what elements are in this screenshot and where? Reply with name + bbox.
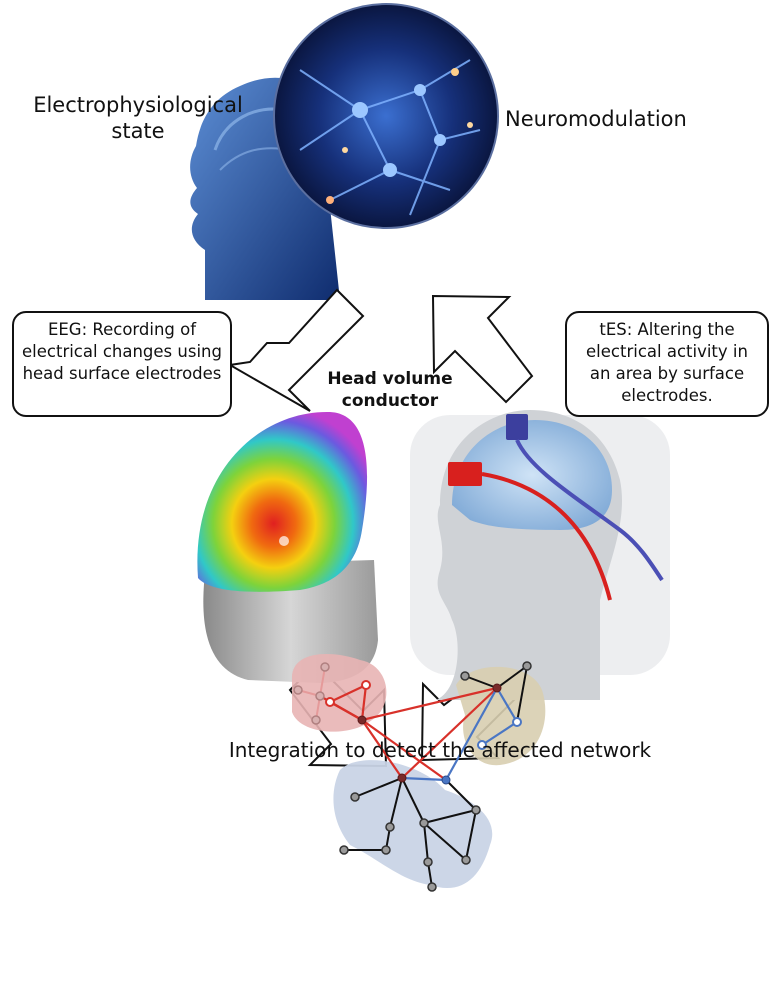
neuromodulation-label: Neuromodulation [505, 106, 715, 132]
network-graph [292, 654, 545, 891]
electrophysiological-state-label: Electrophysiological state [18, 92, 258, 144]
eeg-description-box: EEG: Recording of electrical changes usi… [12, 311, 232, 417]
tes-head-image [410, 410, 670, 700]
neuron-circle-image [274, 4, 498, 228]
head-volume-conductor-label: Head volume conductor [300, 368, 480, 412]
eeg-head-image [197, 412, 378, 683]
tes-description-box: tES: Altering the electrical activity in… [565, 311, 769, 417]
integration-label: Integration to detect the affected netwo… [210, 737, 670, 763]
